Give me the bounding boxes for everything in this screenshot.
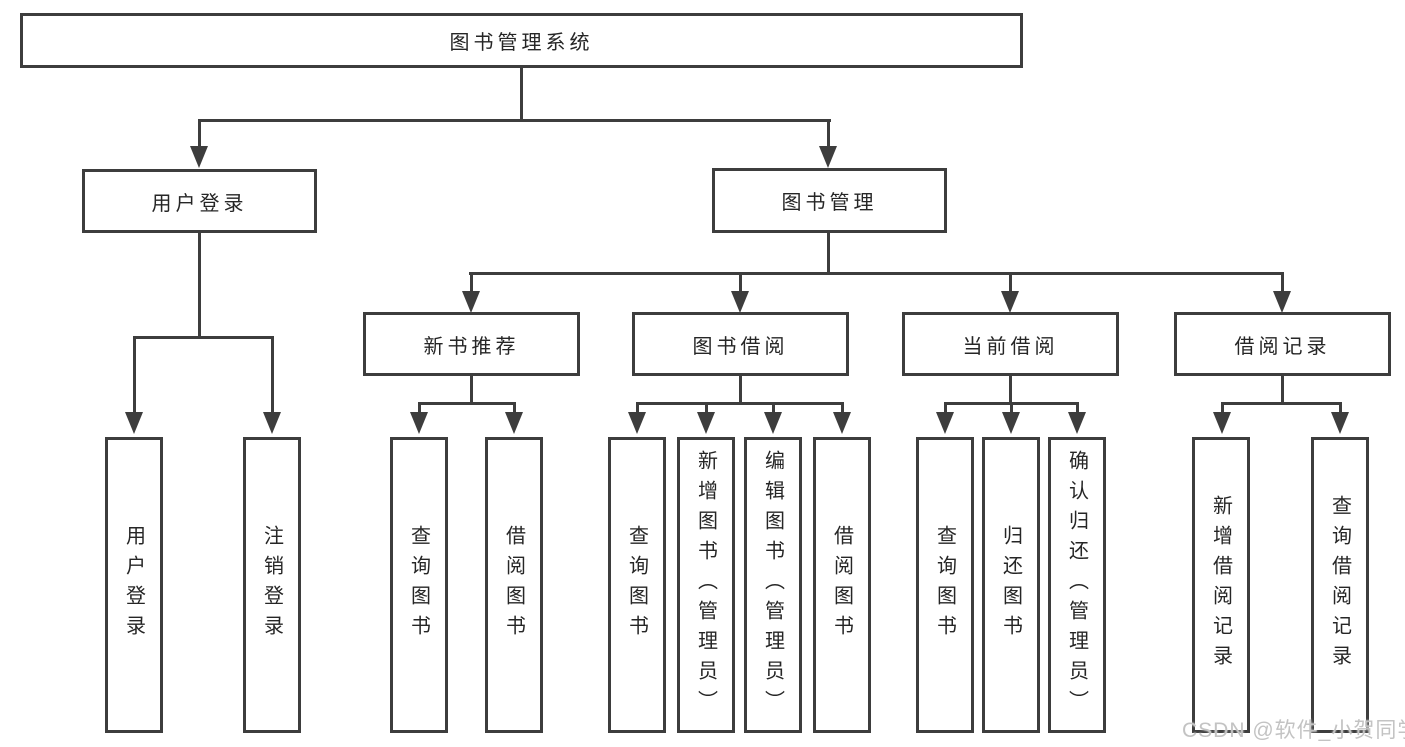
arrow-down-icon <box>1068 412 1086 434</box>
arrow-down-icon <box>833 412 851 434</box>
connector-line <box>470 272 473 292</box>
connector-line <box>739 374 742 404</box>
node-new-book-recommend: 新书推荐 <box>363 312 580 376</box>
leaf-query-borrow-record: 查询借阅记录 <box>1311 437 1369 733</box>
connector-line <box>1009 272 1012 292</box>
connector-line <box>198 231 201 338</box>
leaf-edit-books-admin: 编辑图书（管理员） <box>744 437 802 733</box>
connector-line <box>469 272 1284 275</box>
connector-line <box>636 402 639 416</box>
arrow-down-icon <box>263 412 281 434</box>
connector-line <box>418 402 421 416</box>
connector-line <box>827 119 830 149</box>
connector-line <box>198 119 201 149</box>
connector-line <box>1281 272 1284 292</box>
connector-line <box>1281 374 1284 404</box>
arrow-down-icon <box>125 412 143 434</box>
arrow-down-icon <box>1213 412 1231 434</box>
connector-line <box>841 402 844 416</box>
leaf-add-books-admin: 新增图书（管理员） <box>677 437 735 733</box>
leaf-borrow-books: 借阅图书 <box>813 437 871 733</box>
leaf-confirm-return-admin: 确认归还（管理员） <box>1048 437 1106 733</box>
arrow-down-icon <box>1002 412 1020 434</box>
leaf-user-login: 用户登录 <box>105 437 163 733</box>
arrow-down-icon <box>410 412 428 434</box>
node-library-system: 图书管理系统 <box>20 13 1023 68</box>
connector-line <box>944 402 947 416</box>
connector-line <box>1221 402 1224 416</box>
csdn-watermark: CSDN @软件_小贺同学 <box>1182 719 1405 742</box>
node-user-login: 用户登录 <box>82 169 317 233</box>
connector-line <box>271 336 274 416</box>
connector-line <box>1221 402 1342 405</box>
arrow-down-icon <box>819 146 837 168</box>
leaf-logout: 注销登录 <box>243 437 301 733</box>
leaf-return-books: 归还图书 <box>982 437 1040 733</box>
leaf-add-borrow-record: 新增借阅记录 <box>1192 437 1250 733</box>
node-current-borrow: 当前借阅 <box>902 312 1119 376</box>
connector-line <box>418 402 516 405</box>
node-book-management: 图书管理 <box>712 168 947 233</box>
leaf-query-books: 查询图书 <box>390 437 448 733</box>
arrow-down-icon <box>462 291 480 313</box>
connector-line <box>470 374 473 404</box>
connector-line <box>513 402 516 416</box>
arrow-down-icon <box>697 412 715 434</box>
connector-line <box>772 402 775 416</box>
arrow-down-icon <box>628 412 646 434</box>
connector-line <box>636 402 844 405</box>
leaf-borrow-books: 借阅图书 <box>485 437 543 733</box>
connector-line <box>1339 402 1342 416</box>
arrow-down-icon <box>1273 291 1291 313</box>
connector-line <box>133 336 274 339</box>
connector-line <box>133 336 136 416</box>
connector-line <box>739 272 742 292</box>
arrow-down-icon <box>190 146 208 168</box>
connector-line <box>705 402 708 416</box>
connector-line <box>1009 374 1012 404</box>
arrow-down-icon <box>1001 291 1019 313</box>
connector-line <box>520 66 523 121</box>
arrow-down-icon <box>731 291 749 313</box>
node-borrow-records: 借阅记录 <box>1174 312 1391 376</box>
arrow-down-icon <box>936 412 954 434</box>
connector-line <box>1010 402 1013 416</box>
arrow-down-icon <box>764 412 782 434</box>
leaf-query-books: 查询图书 <box>916 437 974 733</box>
leaf-query-books: 查询图书 <box>608 437 666 733</box>
arrow-down-icon <box>505 412 523 434</box>
connector-line <box>1076 402 1079 416</box>
arrow-down-icon <box>1331 412 1349 434</box>
node-book-borrow: 图书借阅 <box>632 312 849 376</box>
connector-line <box>827 231 830 274</box>
connector-line <box>198 119 831 122</box>
